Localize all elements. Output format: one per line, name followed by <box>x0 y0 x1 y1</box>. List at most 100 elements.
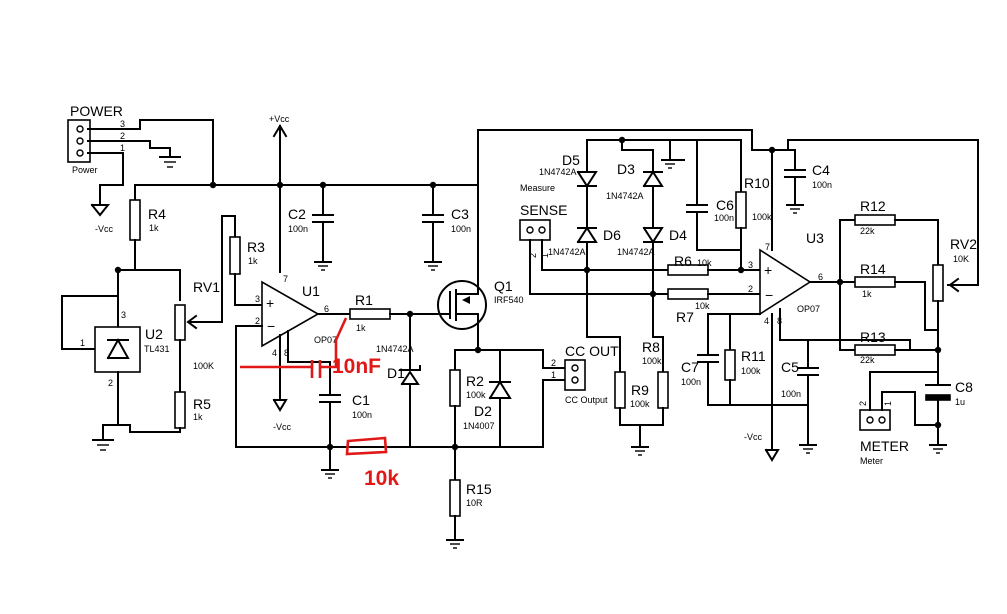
r9-name: R9 <box>631 382 649 398</box>
r8-name: R8 <box>642 339 660 355</box>
u1-pin-6: 6 <box>324 304 329 314</box>
c5-name: C5 <box>781 359 799 375</box>
svg-text:−: − <box>267 318 275 334</box>
c3-value: 100n <box>451 224 471 234</box>
d2-value: 1N4007 <box>463 421 495 431</box>
u3-value: OP07 <box>797 304 820 314</box>
r5-value: 1k <box>193 412 203 422</box>
c4-value: 100n <box>812 180 832 190</box>
r7-value: 10k <box>695 301 710 311</box>
sense-pin-1: 1 <box>540 253 550 258</box>
r6-resistor: R6 10k <box>667 253 761 276</box>
sense-pin-2: 2 <box>528 253 538 258</box>
top-rail: +Vcc <box>134 114 753 273</box>
c7-r11-c5-network: C7 100n R11 100k C5 100n <box>681 313 819 454</box>
q1-mosfet: Q1 IRF540 <box>437 184 524 351</box>
d1-name: D1 <box>387 365 405 381</box>
r4-value: 1k <box>149 223 159 233</box>
d4-zener: D4 1N4742A <box>617 226 687 373</box>
u1-value: OP07 <box>314 335 337 345</box>
d1-zener: 1N4742A D1 <box>376 313 421 448</box>
c3-capacitor: C3 100n <box>422 184 471 271</box>
c8-name: C8 <box>955 379 973 395</box>
power-wiring <box>87 119 214 217</box>
power-connector: POWER 3 2 1 Power -Vcc <box>67 103 125 234</box>
power-pin-2-label: 2 <box>120 131 125 141</box>
u2-value: TL431 <box>144 344 170 354</box>
sense-value: Measure <box>520 183 555 193</box>
u1-opamp: + − 7 3 2 6 4 8 U1 OP07 -Vcc <box>235 274 411 448</box>
c2-value: 100n <box>288 224 308 234</box>
ground-d-network <box>661 159 685 169</box>
c6-name: C6 <box>716 197 734 213</box>
meter-value: Meter <box>860 456 883 466</box>
cc-out-pin-1: 1 <box>551 370 556 380</box>
power-pin-1-label: 1 <box>120 143 125 153</box>
c2-name: C2 <box>288 206 306 222</box>
r5-resistor: R5 1k <box>92 391 211 451</box>
cc-out-name: CC OUT <box>565 343 619 359</box>
u3-pin-3: 3 <box>748 260 753 270</box>
c8-value: 1u <box>955 397 965 407</box>
r12-name: R12 <box>860 198 886 214</box>
cc-out-connector: 2 1 CC OUT CC Output <box>551 343 619 405</box>
d4-name: D4 <box>669 227 687 243</box>
r4-name: R4 <box>148 206 166 222</box>
c2-capacitor: C2 100n <box>288 184 334 271</box>
annotation-cap-value: 10nF <box>332 355 381 378</box>
rv1-name: RV1 <box>193 279 220 295</box>
source-node <box>409 346 566 451</box>
u3-pin-7: 7 <box>765 242 770 252</box>
meter-connector: 2 1 METER Meter <box>858 371 939 466</box>
r2-value: 100k <box>466 390 486 400</box>
r1-value: 1k <box>356 323 366 333</box>
d5-name: D5 <box>562 152 580 168</box>
u2-name: U2 <box>145 326 163 342</box>
u1-pin-2: 2 <box>255 316 260 326</box>
u1-pin-8: 8 <box>284 348 289 358</box>
u2-pin-2: 2 <box>108 378 113 388</box>
r12-value: 22k <box>860 226 875 236</box>
r14-resistor: R14 1k <box>854 261 939 331</box>
c4-name: C4 <box>812 162 830 178</box>
r13-value: 22k <box>860 355 875 365</box>
r15-name: R15 <box>466 481 492 497</box>
r14-value: 1k <box>862 289 872 299</box>
r1-resistor: R1 1k <box>317 292 441 333</box>
d1-value: 1N4742A <box>376 344 414 354</box>
annotation-res-value: 10k <box>364 467 399 490</box>
r13-name: R13 <box>860 329 886 345</box>
r14-name: R14 <box>860 261 886 277</box>
q1-name: Q1 <box>494 278 513 294</box>
svg-text:+: + <box>764 262 772 278</box>
r11-value: 100k <box>741 366 761 376</box>
c7-value: 100n <box>681 377 701 387</box>
u3-opamp: + − -Vcc 7 3 2 6 4 8 U3 OP07 <box>744 146 911 462</box>
r10-name: R10 <box>744 175 770 191</box>
vcc-top-label: +Vcc <box>269 114 290 124</box>
r6-value: 10k <box>697 258 712 268</box>
r15-resistor: R15 10R <box>446 446 492 549</box>
u1-pin-3: 3 <box>255 294 260 304</box>
r7-resistor: 10k R7 <box>667 288 761 325</box>
vcc-right-label: -Vcc <box>744 432 763 442</box>
power-neg-rail-label: -Vcc <box>95 224 114 234</box>
sense-connector: SENSE Measure 2 1 <box>519 183 669 295</box>
d3-value: 1N4742A <box>606 191 644 201</box>
meter-pin-2: 2 <box>858 401 868 406</box>
r2-name: R2 <box>466 373 484 389</box>
power-title: POWER <box>70 103 123 119</box>
u3-pin-8: 8 <box>777 316 782 326</box>
power-pin-3-label: 3 <box>120 119 125 129</box>
d5-value: 1N4742A <box>539 167 577 177</box>
q1-value: IRF540 <box>494 295 524 305</box>
power-pin-2 <box>76 137 84 145</box>
r15-value: 10R <box>466 498 483 508</box>
r10-value: 100k <box>752 212 772 222</box>
d4-value: 1N4742A <box>617 247 655 257</box>
rv2-value: 10K <box>953 254 969 264</box>
u2-pin-3: 3 <box>121 310 126 320</box>
svg-text:−: − <box>765 287 773 303</box>
c4-capacitor: C4 100n <box>771 149 832 214</box>
